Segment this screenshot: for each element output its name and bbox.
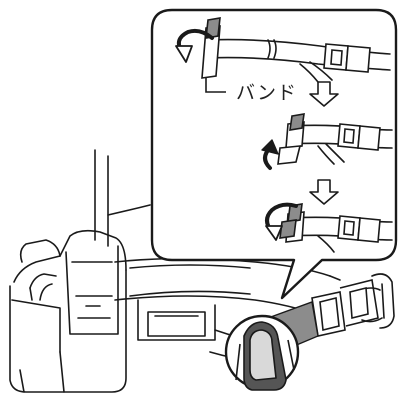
- band-label: バンド: [236, 78, 297, 105]
- step3-buckle: [338, 216, 380, 242]
- step1-buckle: [324, 44, 370, 72]
- step2-buckle: [338, 124, 380, 150]
